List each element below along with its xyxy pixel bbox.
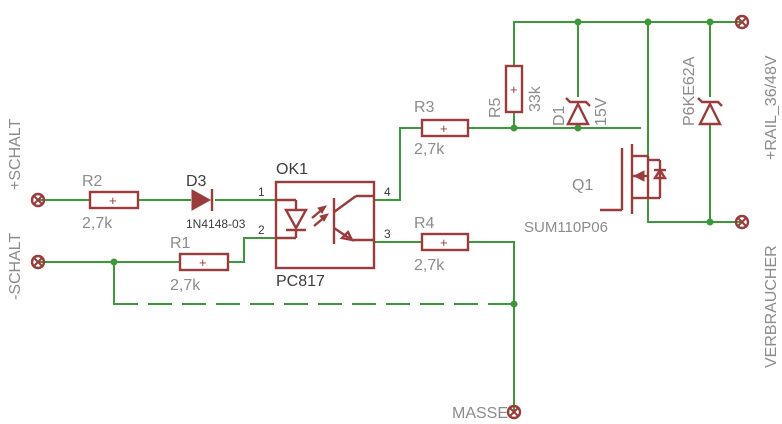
svg-text:+: + bbox=[510, 82, 518, 97]
r5-name: R5 bbox=[487, 97, 504, 118]
junction-dot bbox=[706, 18, 714, 26]
label-rail: +RAIL_36/48V bbox=[763, 55, 780, 160]
junction-dot bbox=[574, 18, 582, 26]
r1-value: 2,7k bbox=[170, 277, 201, 294]
junction-dot bbox=[574, 124, 582, 132]
r3-value: 2,7k bbox=[414, 141, 445, 158]
optocoupler-ok1[interactable] bbox=[274, 180, 376, 270]
q1-value: SUM110P06 bbox=[524, 219, 608, 236]
zener-d1[interactable] bbox=[565, 97, 591, 126]
junction-dot bbox=[510, 300, 518, 308]
svg-text:+: + bbox=[440, 235, 448, 250]
pad-verbraucher[interactable] bbox=[734, 214, 750, 230]
r2-name: R2 bbox=[82, 173, 103, 190]
pad-masse[interactable] bbox=[506, 404, 522, 420]
ok1-pin1: 1 bbox=[258, 185, 265, 199]
ok1-pin3: 3 bbox=[384, 227, 391, 241]
label-masse: MASSE bbox=[452, 405, 508, 422]
d3-value: 1N4148-03 bbox=[186, 217, 246, 231]
svg-text:+: + bbox=[440, 121, 448, 136]
junction-dot bbox=[110, 258, 118, 266]
wires bbox=[39, 21, 741, 411]
pad-rail[interactable] bbox=[734, 14, 750, 30]
label-schalt-plus: +SCHALT bbox=[7, 118, 24, 190]
d1-name: D1 bbox=[551, 105, 568, 126]
mosfet-q1[interactable] bbox=[600, 144, 668, 214]
resistor-r5[interactable]: + bbox=[504, 64, 524, 114]
junctions bbox=[110, 18, 714, 308]
r4-value: 2,7k bbox=[414, 257, 445, 274]
tvs-diode[interactable] bbox=[697, 97, 723, 126]
pad-schalt-minus[interactable] bbox=[30, 254, 46, 270]
r3-name: R3 bbox=[414, 99, 435, 116]
ok1-value: PC817 bbox=[276, 273, 325, 290]
svg-text:+: + bbox=[109, 193, 117, 208]
label-verbraucher: VERBRAUCHER bbox=[763, 245, 780, 368]
resistor-r1[interactable]: + bbox=[178, 252, 230, 272]
d1-value: 15V bbox=[593, 97, 610, 126]
tvs-value: P6KE62A bbox=[681, 56, 698, 126]
ok1-name: OK1 bbox=[276, 161, 308, 178]
diode-d3[interactable] bbox=[191, 189, 214, 211]
q1-name: Q1 bbox=[572, 177, 593, 194]
resistor-r4[interactable]: + bbox=[420, 232, 470, 252]
resistor-r2[interactable]: + bbox=[88, 190, 140, 210]
pad-schalt-plus[interactable] bbox=[30, 192, 46, 208]
r1-name: R1 bbox=[170, 235, 191, 252]
r2-value: 2,7k bbox=[82, 215, 113, 232]
ok1-pin2: 2 bbox=[258, 223, 265, 237]
junction-dot bbox=[644, 18, 652, 26]
label-schalt-minus: -SCHALT bbox=[7, 233, 24, 300]
ok1-pin4: 4 bbox=[384, 185, 391, 199]
svg-text:+: + bbox=[199, 255, 207, 270]
r4-name: R4 bbox=[414, 215, 435, 232]
resistor-r3[interactable]: + bbox=[420, 118, 470, 138]
r5-value: 33k bbox=[527, 85, 544, 112]
junction-dot bbox=[706, 218, 714, 226]
junction-dot bbox=[510, 124, 518, 132]
d3-name: D3 bbox=[186, 173, 207, 190]
